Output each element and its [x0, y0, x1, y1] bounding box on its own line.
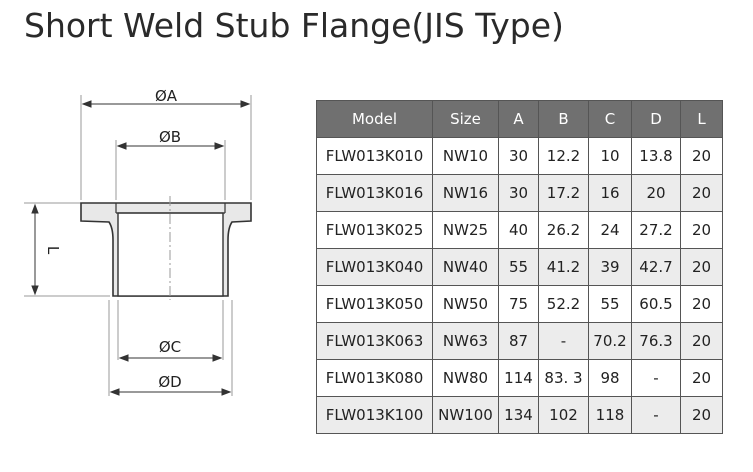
cell-model: FLW013K010	[316, 137, 433, 175]
table-row: FLW013K080 NW80 114 83. 3 98 - 20	[316, 359, 723, 397]
header-size: Size	[432, 100, 499, 138]
dim-label-a: ØA	[155, 87, 178, 105]
cell-a: 30	[498, 137, 539, 175]
cell-a: 30	[498, 174, 539, 212]
cell-model: FLW013K016	[316, 174, 433, 212]
cell-size: NW50	[432, 285, 499, 323]
cell-size: NW40	[432, 248, 499, 286]
cell-c: 10	[588, 137, 632, 175]
cell-c: 70.2	[588, 322, 632, 360]
cell-c: 118	[588, 396, 632, 434]
cell-l: 20	[680, 248, 723, 286]
cell-model: FLW013K040	[316, 248, 433, 286]
cell-b: 17.2	[538, 174, 589, 212]
table-row: FLW013K025 NW25 40 26.2 24 27.2 20	[316, 211, 723, 249]
cell-model: FLW013K100	[316, 396, 433, 434]
table-row: FLW013K016 NW16 30 17.2 16 20 20	[316, 174, 723, 212]
cell-c: 55	[588, 285, 632, 323]
table-row: FLW013K050 NW50 75 52.2 55 60.5 20	[316, 285, 723, 323]
cell-l: 20	[680, 211, 723, 249]
cell-d: 76.3	[631, 322, 681, 360]
cell-model: FLW013K080	[316, 359, 433, 397]
cell-b: 102	[538, 396, 589, 434]
flange-drawing: ØA ØB ØC ØD L	[24, 87, 252, 396]
cell-b: -	[538, 322, 589, 360]
cell-b: 52.2	[538, 285, 589, 323]
cell-a: 75	[498, 285, 539, 323]
cell-b: 26.2	[538, 211, 589, 249]
cell-l: 20	[680, 285, 723, 323]
cell-l: 20	[680, 174, 723, 212]
cell-d: 60.5	[631, 285, 681, 323]
cell-a: 134	[498, 396, 539, 434]
table-row: FLW013K010 NW10 30 12.2 10 13.8 20	[316, 137, 723, 175]
cell-d: 20	[631, 174, 681, 212]
cell-c: 39	[588, 248, 632, 286]
table-header-row: Model Size A B C D L	[316, 100, 723, 138]
cell-model: FLW013K050	[316, 285, 433, 323]
cell-b: 12.2	[538, 137, 589, 175]
cell-b: 41.2	[538, 248, 589, 286]
cell-d: 42.7	[631, 248, 681, 286]
page-title: Short Weld Stub Flange(JIS Type)	[24, 6, 564, 45]
table-row: FLW013K063 NW63 87 - 70.2 76.3 20	[316, 322, 723, 360]
cell-d: 13.8	[631, 137, 681, 175]
cell-size: NW100	[432, 396, 499, 434]
cell-a: 40	[498, 211, 539, 249]
cell-a: 55	[498, 248, 539, 286]
cell-c: 16	[588, 174, 632, 212]
cell-c: 24	[588, 211, 632, 249]
header-d: D	[631, 100, 681, 138]
header-a: A	[498, 100, 539, 138]
cell-size: NW80	[432, 359, 499, 397]
cell-size: NW63	[432, 322, 499, 360]
cell-l: 20	[680, 359, 723, 397]
cell-model: FLW013K063	[316, 322, 433, 360]
spec-table: Model Size A B C D L FLW013K010 NW10 30 …	[316, 100, 723, 434]
cell-l: 20	[680, 322, 723, 360]
cell-b: 83. 3	[538, 359, 589, 397]
cell-a: 87	[498, 322, 539, 360]
header-c: C	[588, 100, 632, 138]
table-row: FLW013K100 NW100 134 102 118 - 20	[316, 396, 723, 434]
dim-label-d: ØD	[158, 373, 181, 391]
dim-label-b: ØB	[159, 128, 181, 146]
table-row: FLW013K040 NW40 55 41.2 39 42.7 20	[316, 248, 723, 286]
cell-d: -	[631, 396, 681, 434]
cell-size: NW10	[432, 137, 499, 175]
header-b: B	[538, 100, 589, 138]
dim-label-c: ØC	[159, 338, 181, 356]
header-model: Model	[316, 100, 433, 138]
header-l: L	[680, 100, 723, 138]
cell-l: 20	[680, 396, 723, 434]
cell-d: 27.2	[631, 211, 681, 249]
cell-size: NW25	[432, 211, 499, 249]
dim-label-l: L	[44, 246, 62, 255]
cell-model: FLW013K025	[316, 211, 433, 249]
cell-size: NW16	[432, 174, 499, 212]
cell-c: 98	[588, 359, 632, 397]
cell-l: 20	[680, 137, 723, 175]
cell-a: 114	[498, 359, 539, 397]
cell-d: -	[631, 359, 681, 397]
